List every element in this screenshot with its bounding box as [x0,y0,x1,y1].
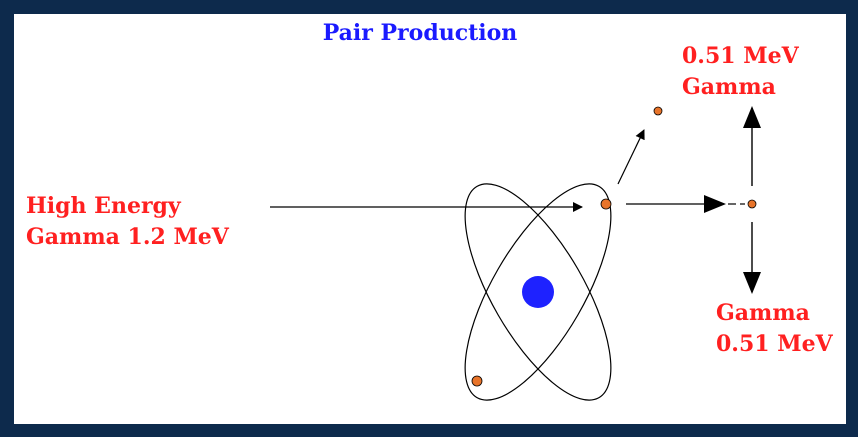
incoming-gamma-label-line2: Gamma 1.2 MeV [26,224,230,250]
annihilation-particle [748,200,756,208]
gamma-down-label-line1: Gamma [716,300,810,326]
gamma-up-label-line2: Gamma [682,74,776,100]
ejected-particle-track [618,130,644,184]
orbit-electron-bottom [472,376,482,386]
gamma-up-label-line1: 0.51 MeV [682,43,800,69]
incoming-gamma-label-line1: High Energy [26,193,182,219]
ejected-particle [654,107,662,115]
orbit-electron-top [601,199,611,209]
diagram-title: Pair Production [323,20,518,46]
gamma-down-label-line2: 0.51 MeV [716,331,834,357]
nucleus [522,276,554,308]
